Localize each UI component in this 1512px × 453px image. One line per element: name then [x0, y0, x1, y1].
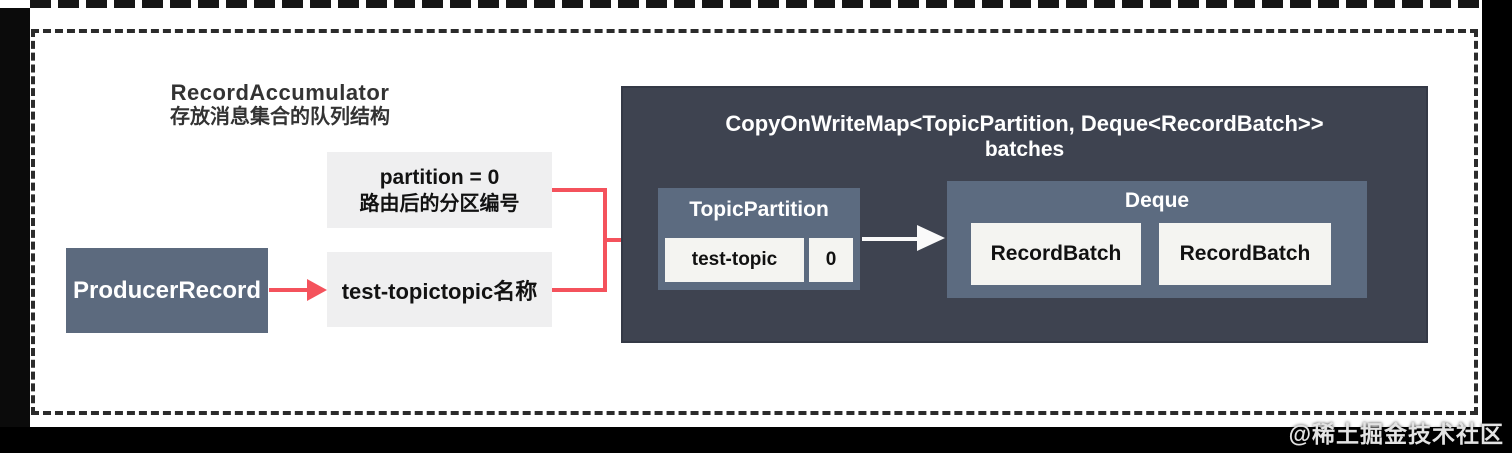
topic-cell: test-topic	[665, 238, 804, 282]
dashed-border	[31, 29, 1478, 415]
frame-bottom-edge	[0, 427, 1512, 453]
partition-note-box: partition = 0 路由后的分区编号	[327, 152, 552, 228]
deque-box: Deque RecordBatch RecordBatch	[947, 181, 1367, 298]
record-batch-1: RecordBatch	[971, 223, 1141, 285]
frame-left-edge	[0, 8, 30, 427]
topic-partition-box: TopicPartition test-topic 0	[658, 188, 860, 290]
connector-vertical-line	[603, 188, 607, 292]
map-title-block: CopyOnWriteMap<TopicPartition, Deque<Rec…	[623, 110, 1426, 163]
frame-right-edge	[1482, 0, 1512, 453]
map-title: CopyOnWriteMap<TopicPartition, Deque<Rec…	[725, 111, 1324, 136]
connector-partition-line	[552, 188, 607, 192]
topic-partition-title: TopicPartition	[689, 198, 829, 221]
arrow-tp-to-deque-line	[862, 237, 919, 241]
topic-note-label: test-topictopic名称	[341, 278, 538, 304]
legend-title: RecordAccumulator	[170, 80, 390, 105]
partition-note-caption: 路由后的分区编号	[359, 192, 520, 215]
arrow-tp-to-deque-head	[917, 225, 945, 251]
record-batch-2-label: RecordBatch	[1179, 242, 1311, 265]
arrow-producer-to-topic-head	[307, 279, 327, 301]
deque-title: Deque	[1124, 189, 1190, 212]
topic-cell-value: test-topic	[691, 249, 778, 270]
partition-cell: 0	[809, 238, 853, 282]
record-batch-2: RecordBatch	[1159, 223, 1331, 285]
map-subtitle: batches	[984, 138, 1065, 161]
partition-note-value: partition = 0	[379, 165, 500, 189]
legend-subtitle: 存放消息集合的队列结构	[170, 106, 390, 128]
arrow-producer-to-topic-line	[269, 288, 309, 292]
connector-topic-line	[552, 288, 607, 292]
diagram-legend: RecordAccumulator 存放消息集合的队列结构	[118, 80, 442, 130]
frame-top-dashed-edge	[30, 0, 1482, 8]
watermark: @稀土掘金技术社区	[1288, 421, 1504, 447]
producer-record-label: ProducerRecord	[72, 276, 262, 304]
record-batch-1-label: RecordBatch	[990, 242, 1122, 265]
producer-record-box: ProducerRecord	[66, 248, 268, 333]
partition-cell-value: 0	[825, 249, 837, 270]
topic-note-box: test-topictopic名称	[327, 252, 552, 327]
